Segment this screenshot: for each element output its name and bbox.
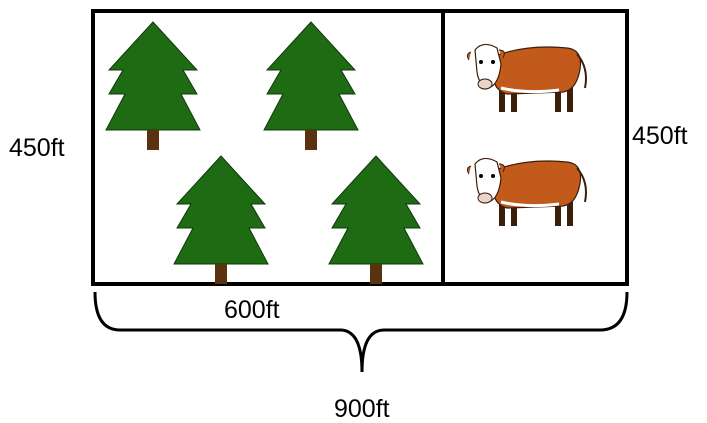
width-brace [93,291,629,373]
tree-icon [328,155,424,285]
left-height-label: 450ft [9,134,65,162]
cow-icon [465,156,588,228]
field-outline [91,9,629,286]
right-height-label: 450ft [632,122,688,150]
forest-region [105,21,424,285]
tree-icon [173,155,269,285]
cow-icon [465,42,588,114]
forest-width-label: 600ft [224,296,280,324]
tree-icon [263,21,359,151]
tree-icon [105,21,201,151]
pasture-region [465,42,588,228]
total-width-label: 900ft [334,395,390,423]
